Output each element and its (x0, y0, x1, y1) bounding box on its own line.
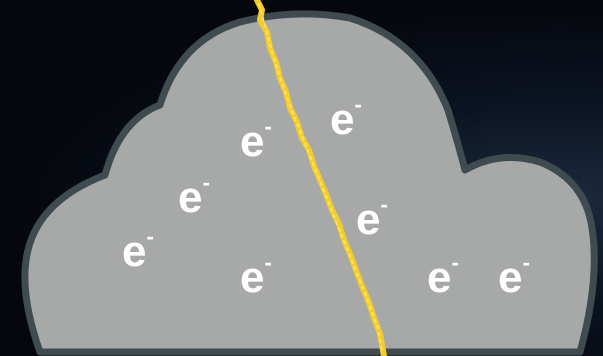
electron-label: e- (240, 114, 272, 166)
electron-label: e- (178, 170, 210, 222)
electron-label: e- (498, 250, 530, 302)
lightning-line-texture (258, 3, 383, 353)
electron-label: e- (427, 250, 459, 302)
electron-label: e- (122, 224, 154, 276)
electron-label: e- (240, 250, 272, 302)
cloud-shape (21, 10, 598, 356)
electron-label: e- (356, 192, 388, 244)
electron-label: e- (330, 92, 362, 144)
